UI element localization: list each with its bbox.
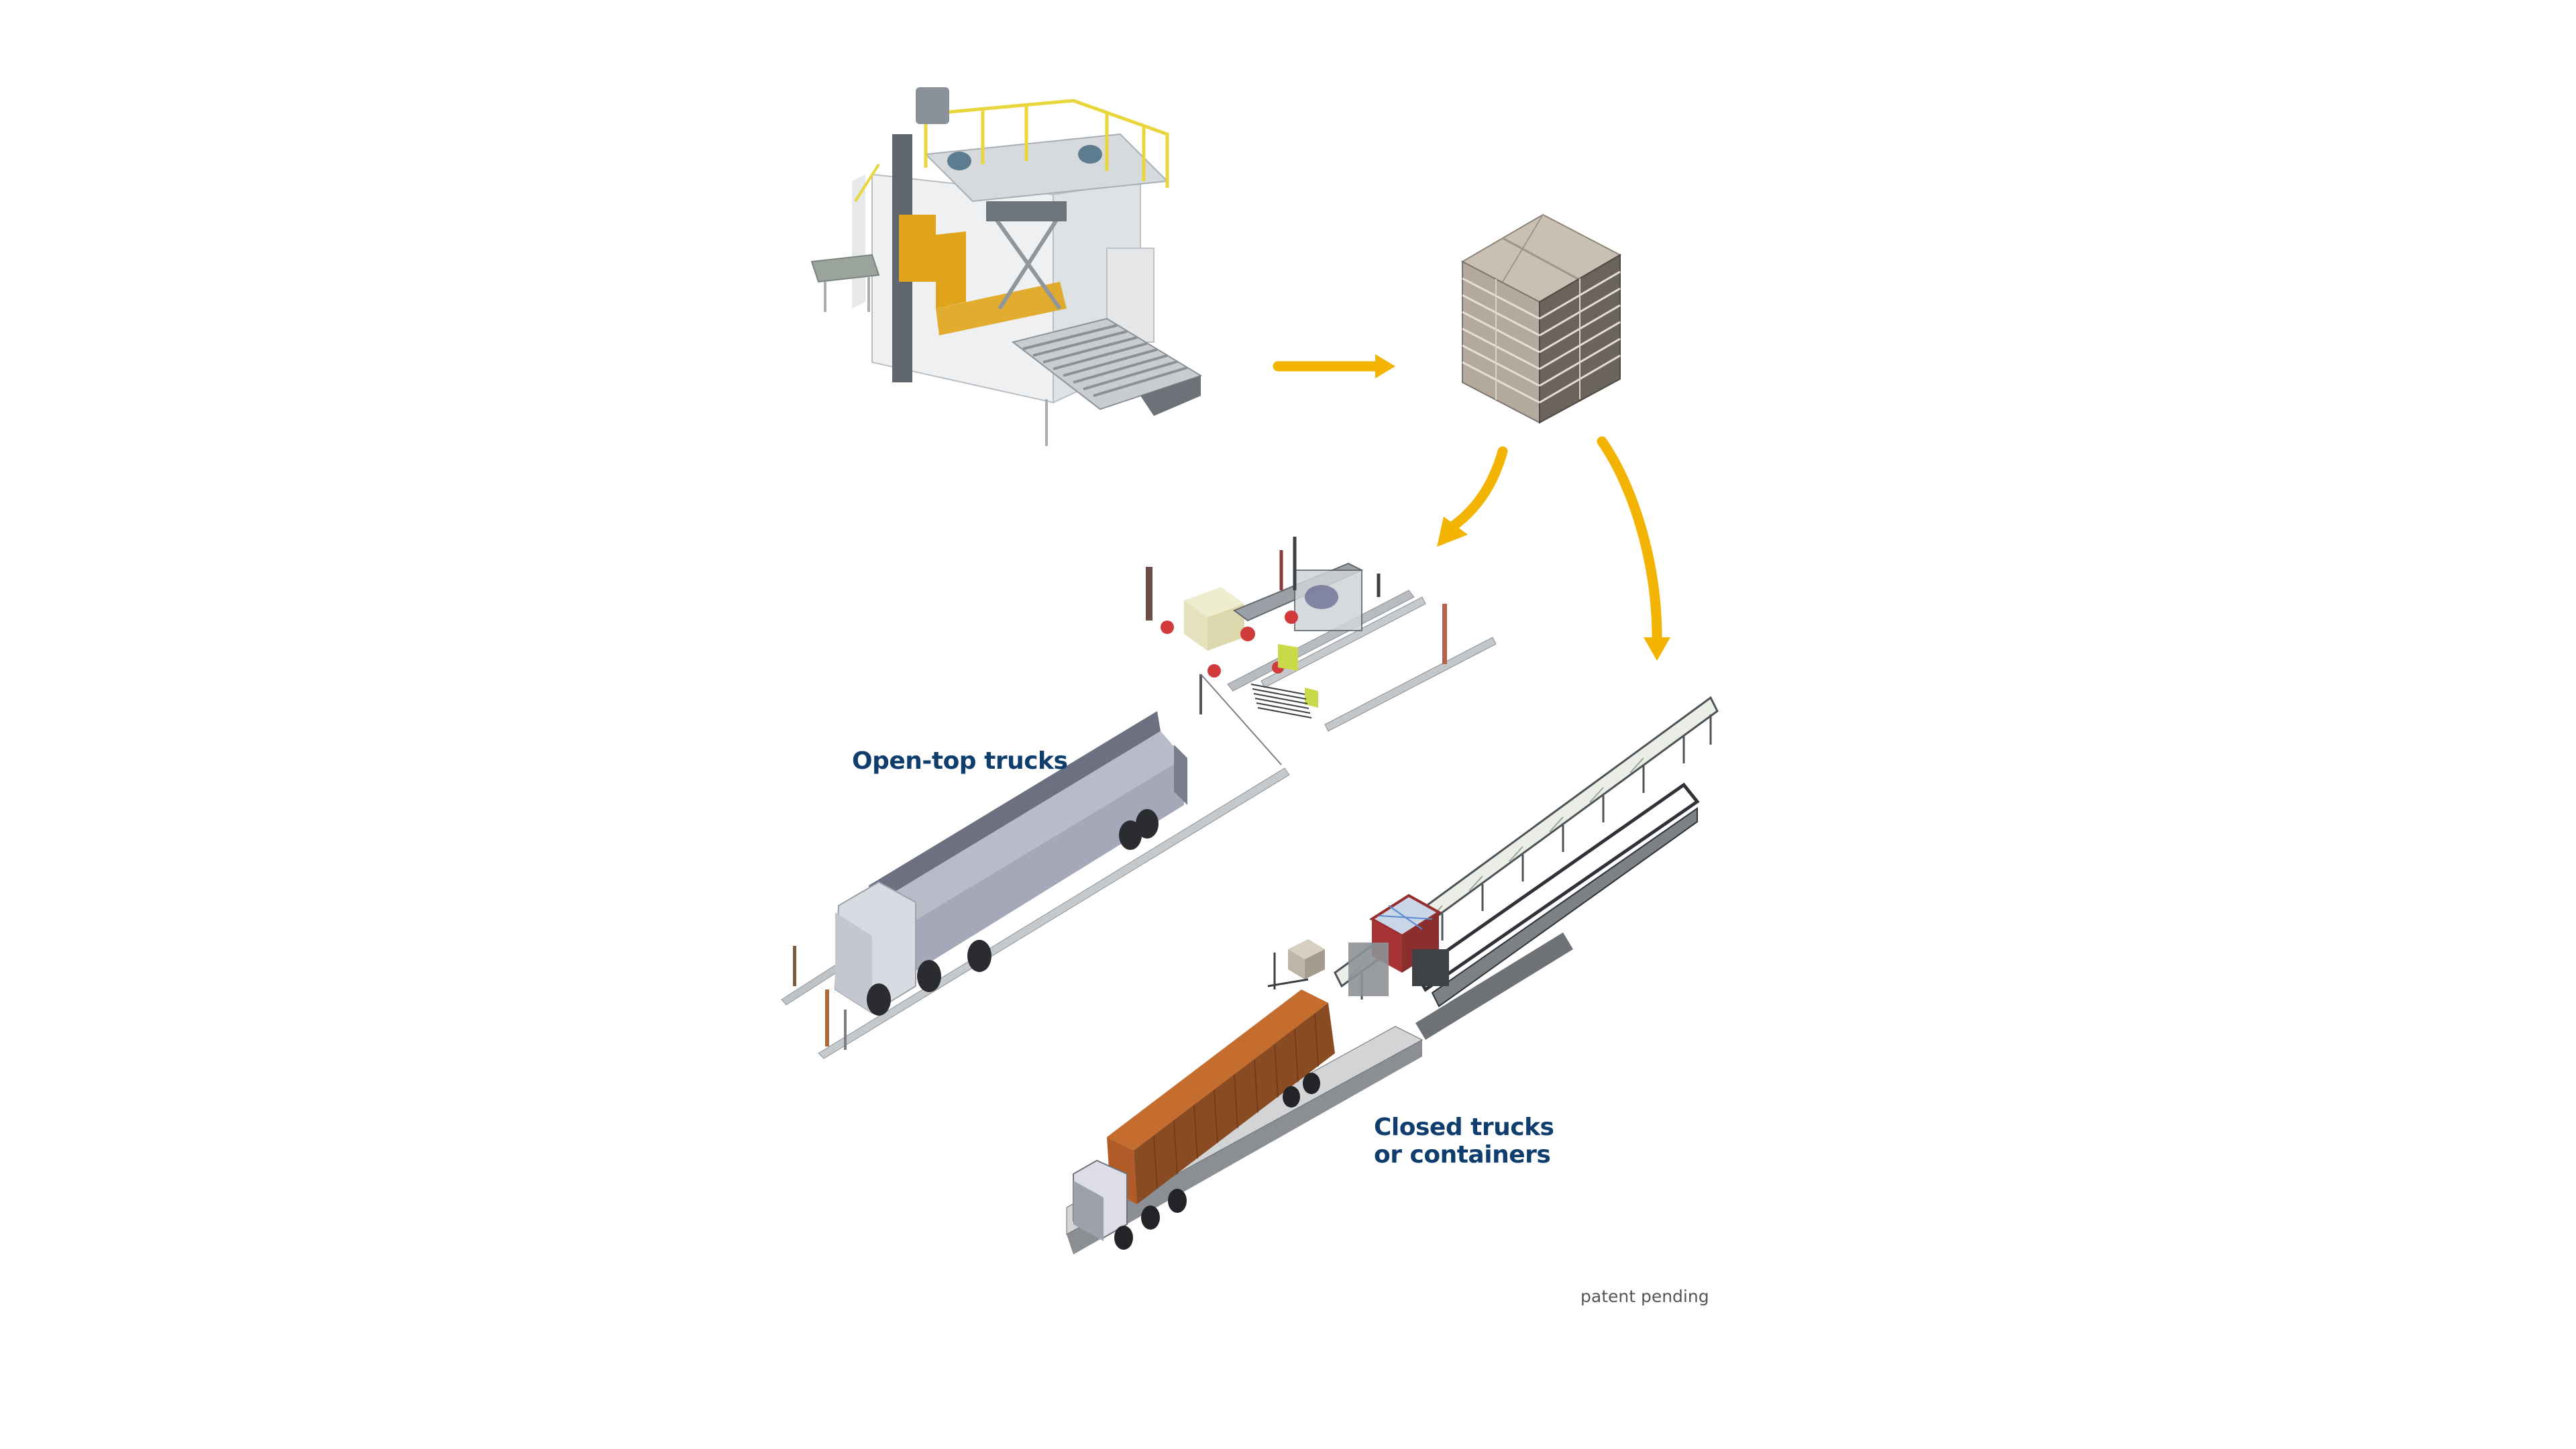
container-truck-illustration [1066, 989, 1424, 1254]
closed-trucks-label-line2: or containers [1374, 1141, 1551, 1169]
open-top-loader-illustration [1146, 537, 1497, 765]
patent-pending-note: patent pending [1580, 1287, 1709, 1306]
closed-trucks-label: Closed trucks or containers [1374, 1114, 1554, 1169]
pallet-of-bags-illustration [1460, 213, 1622, 424]
telescopic-loader-illustration [1267, 696, 1719, 1040]
closed-trucks-label-line1: Closed trucks [1374, 1114, 1554, 1141]
open-top-truck-illustration [781, 711, 1290, 1059]
arrow-right-icon [1273, 354, 1395, 378]
arrow-curved-down-icon [1597, 436, 1670, 661]
palletizer-machine-illustration [810, 87, 1203, 446]
open-top-trucks-label: Open-top trucks [852, 747, 1068, 775]
arrow-curved-down-left-icon [1437, 446, 1508, 547]
